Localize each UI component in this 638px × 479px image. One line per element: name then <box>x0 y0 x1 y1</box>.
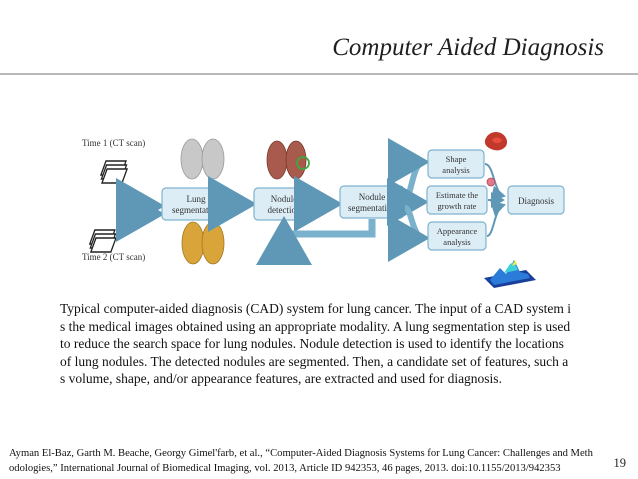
feedback-loop-arrow <box>256 216 376 265</box>
appearance-surface-plot-image <box>484 260 536 288</box>
svg-text:Estimate the: Estimate the <box>436 190 478 200</box>
diagnosis-box: Diagnosis <box>507 185 565 215</box>
title-divider <box>0 73 638 75</box>
nodule-shape-render-image <box>484 132 508 151</box>
appearance-analysis-box: Appearance analysis <box>427 221 487 251</box>
title-bar: Computer Aided Diagnosis <box>0 0 638 72</box>
cad-pipeline-diagram: Time 1 (CT scan) Time 2 (CT scan) Lung s… <box>82 132 565 288</box>
svg-text:growth rate: growth rate <box>438 201 477 211</box>
svg-text:segmentation: segmentation <box>348 203 396 213</box>
svg-text:Nodule: Nodule <box>271 194 298 204</box>
nodule-marker-icon <box>296 156 310 170</box>
citation-line: Ayman El-Baz, Garth M. Beache, Georgy Gi… <box>9 448 593 459</box>
scan1-to-segmentation-arrow <box>115 177 165 234</box>
lung-gray-image <box>180 138 225 180</box>
lung-segmentation-box: Lung segmentation <box>161 187 231 221</box>
citation-line: odologies,” International Journal of Bio… <box>9 462 561 474</box>
svg-text:analysis: analysis <box>443 237 470 247</box>
caption-line: s the medical images obtained using an a… <box>60 318 571 334</box>
svg-text:Lung: Lung <box>187 194 206 204</box>
ct-scan-stack-icon-time1 <box>99 160 129 184</box>
svg-text:Shape: Shape <box>446 154 467 164</box>
to-appearance-analysis-arrow <box>387 205 430 262</box>
svg-text:detection: detection <box>268 205 301 215</box>
svg-text:Diagnosis: Diagnosis <box>518 196 554 206</box>
lung-gold-image <box>181 221 225 265</box>
citation: Ayman El-Baz, Garth M. Beache, Georgy Gi… <box>9 447 593 476</box>
appearance-to-diagnosis-arrow <box>486 200 506 237</box>
nodule-detection-box: Nodule detection <box>253 187 315 221</box>
svg-text:analysis: analysis <box>442 165 469 175</box>
growth-rate-box: Estimate the growth rate <box>426 185 488 215</box>
caption-line: Typical computer-aided diagnosis (CAD) s… <box>60 301 572 316</box>
svg-text:Nodule: Nodule <box>359 192 386 202</box>
scan2-to-segmentation-arrow <box>115 186 165 243</box>
to-shape-analysis-arrow <box>387 138 430 201</box>
shape-analysis-box: Shape analysis <box>427 149 485 179</box>
svg-text:segmentation: segmentation <box>172 205 220 215</box>
lung-red-image <box>266 140 307 180</box>
time1-label: Time 1 (CT scan) <box>82 138 145 148</box>
ct-scan-stack-icon-time2 <box>88 229 117 253</box>
page-number: 19 <box>613 456 627 470</box>
caption-line: s volume, shape, and/or appearance featu… <box>60 371 502 387</box>
growth-indicator-icon <box>486 177 496 187</box>
svg-text:Appearance: Appearance <box>437 226 478 236</box>
caption-line: of lung nodules. The detected nodules ar… <box>60 353 569 369</box>
nodule-segmentation-box: Nodule segmentation <box>339 185 405 219</box>
time2-label: Time 2 (CT scan) <box>82 252 145 262</box>
caption-line: to reduce the search space for lung nodu… <box>60 336 564 352</box>
slide-title: Computer Aided Diagnosis <box>332 34 604 61</box>
figure-caption: Typical computer-aided diagnosis (CAD) s… <box>60 300 604 388</box>
